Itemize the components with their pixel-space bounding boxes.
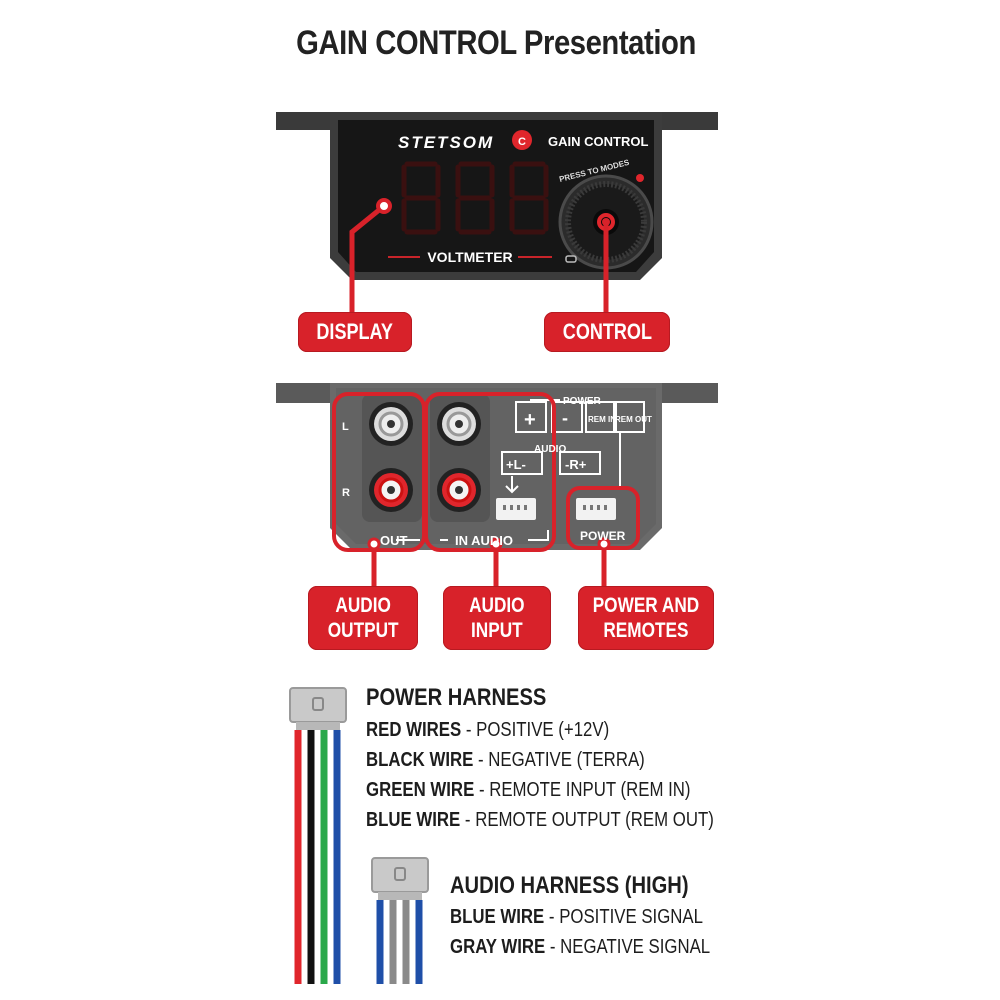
connector-lines-top [349, 204, 609, 318]
rca-out-right-icon [369, 468, 413, 512]
seven-segment-display [401, 161, 549, 235]
power-group-label: POWER [563, 396, 602, 407]
rem-out-label: REM OUT [615, 415, 652, 424]
brand-mark-letter: C [518, 136, 526, 148]
power-harness-title: POWER HARNESS [366, 684, 547, 711]
model-label: GAIN CONTROL [548, 134, 648, 149]
device-front-panel [276, 112, 718, 280]
connector-lines-bottom [371, 544, 607, 588]
power-plus-sign: + [524, 409, 536, 431]
audio-harness-title: AUDIO HARNESS (HIGH) [450, 872, 689, 899]
power-harness-illustration [289, 687, 347, 984]
power-harness-row: BLUE WIRE - REMOTE OUTPUT (REM OUT) [366, 809, 714, 831]
rca-in-right-icon [437, 468, 481, 512]
power-harness-row: GREEN WIRE - REMOTE INPUT (REM IN) [366, 779, 691, 801]
device-back-panel [276, 383, 718, 550]
power-harness-row: BLACK WIRE - NEGATIVE (TERRA) [366, 749, 645, 771]
audio-harness-row: GRAY WIRE - NEGATIVE SIGNAL [450, 936, 711, 958]
minus-indicator-icon [565, 255, 577, 263]
out-label: OUT [380, 533, 408, 548]
left-channel-label: L [342, 421, 349, 433]
brand-logo-icon [512, 130, 532, 150]
power-remotes-callout: POWER AND REMOTES [578, 586, 714, 650]
rem-in-label: REM IN [588, 415, 616, 424]
display-callout: DISPLAY [298, 312, 412, 352]
power-port-label: POWER [580, 529, 626, 543]
control-callout: CONTROL [544, 312, 670, 352]
power-minus-sign: - [562, 408, 568, 428]
audio-input-connector-icon [496, 498, 536, 520]
power-harness-row: RED WIRES - POSITIVE (+12V) [366, 719, 610, 741]
in-audio-label: IN AUDIO [455, 533, 513, 548]
audio-right-label: -R+ [565, 457, 587, 472]
rca-in-left-icon [437, 402, 481, 446]
brand-name: STETSOM [398, 133, 494, 152]
page-title: GAIN CONTROL Presentation [296, 24, 696, 62]
rca-out-left-icon [369, 402, 413, 446]
right-channel-label: R [342, 487, 350, 499]
audio-group-label: AUDIO [534, 444, 566, 455]
audio-input-callout: AUDIO INPUT [443, 586, 551, 650]
audio-harness-illustration [371, 857, 429, 984]
audio-left-label: +L- [506, 457, 526, 472]
audio-harness-row: BLUE WIRE - POSITIVE SIGNAL [450, 906, 703, 928]
audio-output-callout: AUDIO OUTPUT [308, 586, 418, 650]
voltmeter-label: VOLTMETER [427, 249, 512, 265]
led-indicator-icon [636, 174, 644, 182]
power-connector-icon [576, 498, 616, 520]
